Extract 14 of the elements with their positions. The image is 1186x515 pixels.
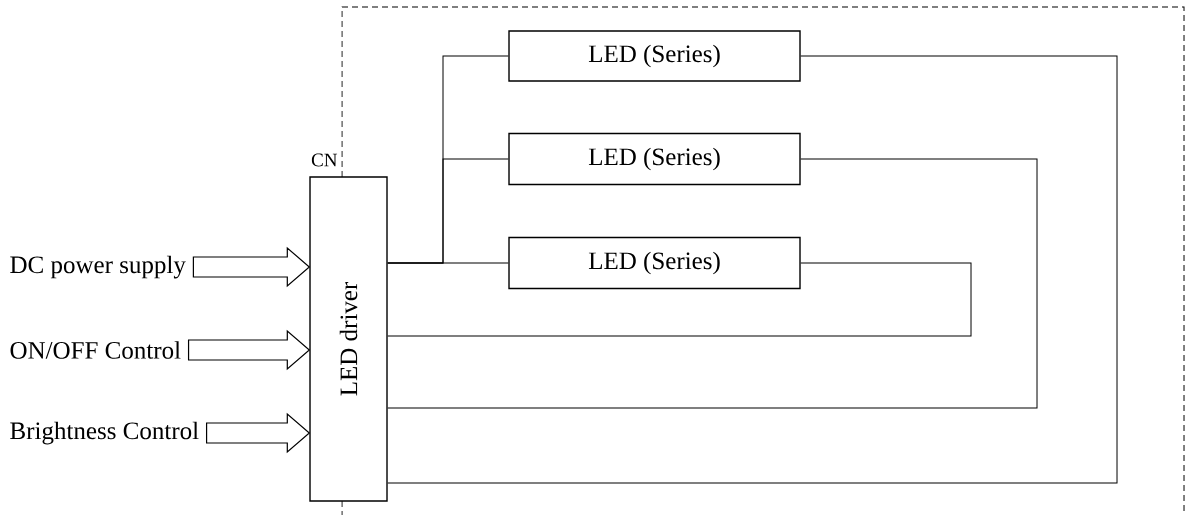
- led-box: LED (Series): [508, 236, 801, 290]
- wire: [387, 55, 1118, 484]
- wire: [387, 262, 509, 264]
- led-box: LED (Series): [508, 132, 801, 186]
- input-label: ON/OFF Control: [10, 341, 181, 359]
- input-label: DC power supply: [10, 255, 186, 279]
- block-arrow: [206, 412, 311, 454]
- led-box: LED (Series): [508, 30, 801, 82]
- wire: [387, 158, 1038, 409]
- driver-box: LED driver: [309, 176, 388, 502]
- input-label: Brightness Control: [10, 421, 199, 445]
- block-arrow: [192, 246, 311, 288]
- block-arrow: [187, 329, 311, 371]
- wire: [387, 262, 972, 337]
